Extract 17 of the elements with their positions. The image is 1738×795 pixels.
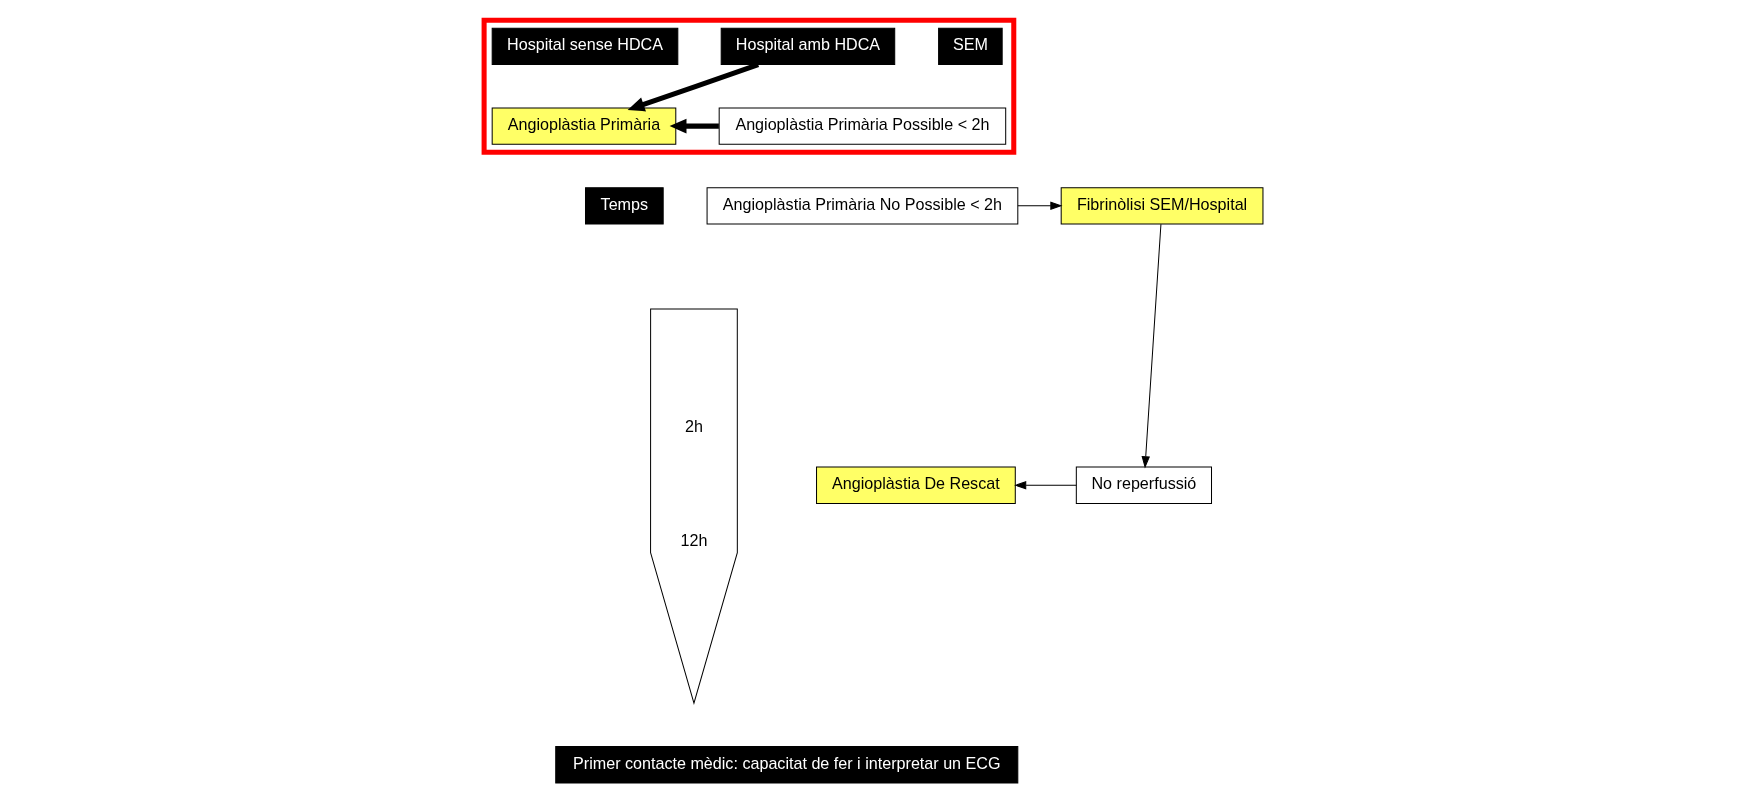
arrow [627,62,759,112]
node-box: Angioplàstia Primària [491,107,676,145]
node-box: SEM [937,27,1003,66]
node-box: Angioplàstia Primària Possible < 2h [718,107,1006,145]
node-box: Hospital amb HDCA [720,27,895,66]
cluster [481,17,1016,155]
arrow [1016,201,1062,211]
node-box: Fibrinòlisi SEM/Hospital [1060,187,1263,225]
node-box: Primer contacte mèdic: capacitat de fer i interpretar un ECG [554,746,1018,784]
arrow [1013,481,1077,490]
node-box: Hospital sense HDCA [491,27,678,66]
node-box: No reperfussió [1075,466,1212,504]
node-box: Angioplàstia Primària No Possible < 2h [706,187,1018,225]
node-box: Angioplàstia De Rescat [815,466,1016,504]
node-box: Temps [584,187,664,225]
arrow [1141,223,1161,469]
arrow [669,118,719,134]
